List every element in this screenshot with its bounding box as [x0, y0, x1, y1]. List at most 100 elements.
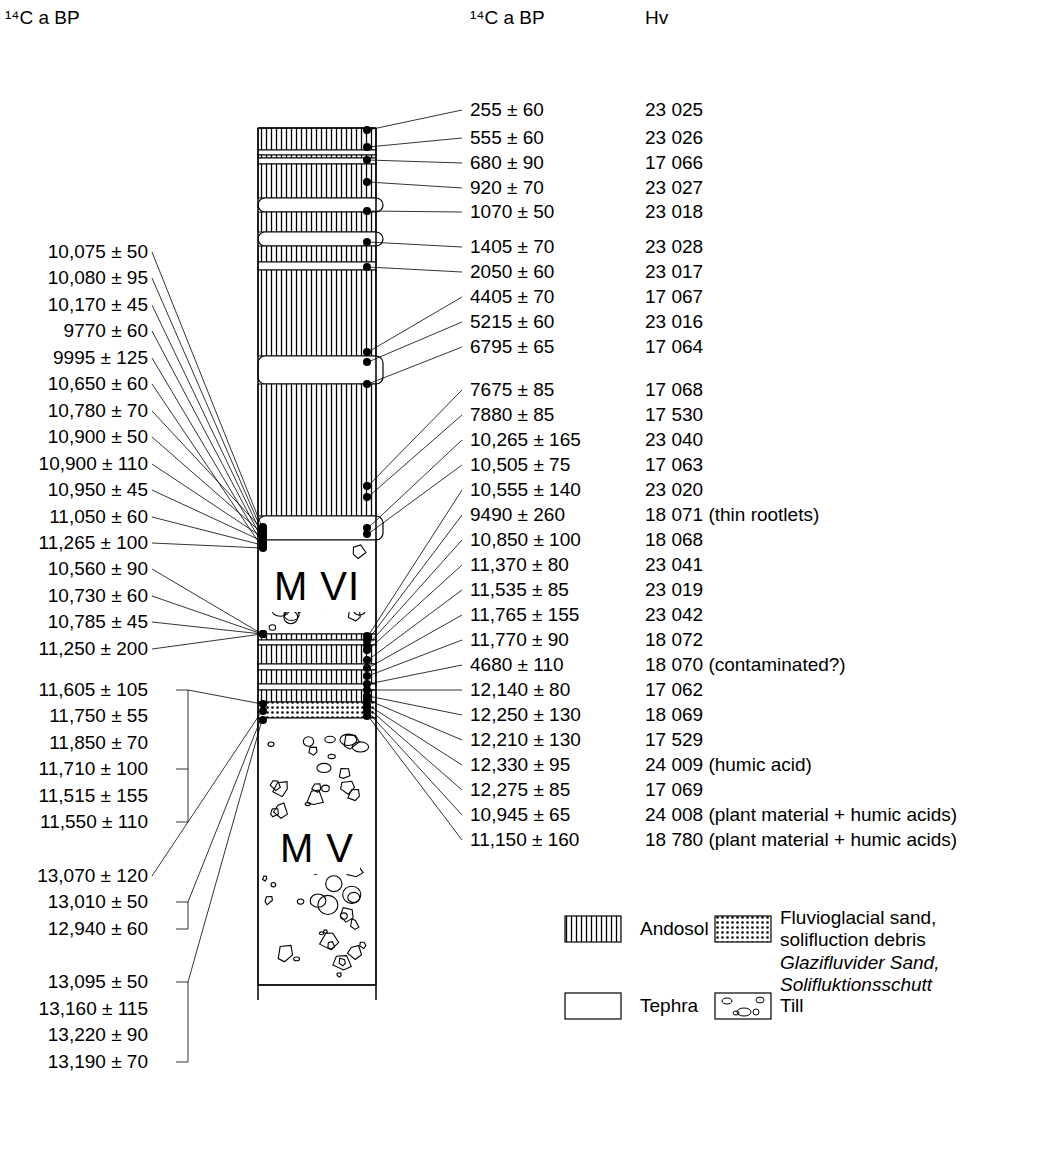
- radiocarbon-date: 13,190 ± 70: [48, 1051, 148, 1073]
- radiocarbon-date: 6795 ± 65: [470, 336, 554, 358]
- lab-number: 23 017: [645, 261, 703, 283]
- leader-line: [368, 565, 462, 650]
- column-header: Hv: [645, 7, 668, 29]
- andosol-layer: [258, 634, 376, 640]
- lab-number: 17 066: [645, 152, 703, 174]
- lab-number: 17 067: [645, 286, 703, 308]
- column-edge: [258, 984, 376, 986]
- radiocarbon-date: 13,160 ± 115: [39, 998, 148, 1020]
- column-header: ¹⁴C a BP: [470, 7, 545, 29]
- leader-line: [152, 517, 262, 545]
- legend-swatch: [715, 916, 771, 942]
- radiocarbon-date: 10,075 ± 50: [48, 241, 148, 263]
- till-stone: [328, 754, 335, 758]
- leader-line: [152, 331, 262, 539]
- leader-line: [368, 182, 462, 188]
- sample-dot: [363, 126, 371, 134]
- andosol-layer: [258, 128, 376, 150]
- till-layer: [258, 718, 376, 985]
- lab-number: 23 041: [645, 554, 703, 576]
- andosol-layer: [258, 645, 376, 664]
- till-stone: [339, 769, 349, 779]
- radiocarbon-date: 9490 ± 260: [470, 504, 565, 526]
- radiocarbon-date: 10,555 ± 140: [470, 479, 581, 501]
- tephra-layer: [258, 684, 376, 690]
- leader-line: [368, 590, 462, 660]
- column-edge: [375, 128, 377, 1000]
- lab-number: 23 028: [645, 236, 703, 258]
- legend-label: Till: [780, 995, 980, 1017]
- tephra-layer: [258, 150, 376, 155]
- leader-line: [368, 390, 462, 486]
- till-stone: [351, 919, 359, 930]
- till-stone: [273, 782, 287, 797]
- leader-line: [176, 690, 188, 691]
- sample-dot: [363, 656, 371, 664]
- radiocarbon-date: 10,950 ± 45: [48, 479, 148, 501]
- andosol-layer: [258, 164, 376, 198]
- sample-dot: [363, 530, 371, 538]
- till-stone: [328, 942, 335, 950]
- leader-line: [152, 437, 262, 533]
- radiocarbon-date: 12,250 ± 130: [470, 704, 581, 726]
- till-stone: [341, 781, 355, 794]
- leader-line: [152, 543, 262, 548]
- till-stone: [722, 998, 732, 1004]
- leader-line: [176, 769, 188, 770]
- leader-line: [152, 358, 262, 543]
- radiocarbon-date: 4680 ± 110: [470, 654, 564, 676]
- sample-dot: [259, 630, 267, 638]
- till-stone: [360, 942, 366, 948]
- sample-dot: [363, 143, 371, 151]
- leader-line: [368, 242, 462, 247]
- till-stone: [319, 932, 323, 935]
- till-stone: [263, 876, 267, 881]
- till-stone: [733, 1011, 739, 1015]
- column-frame: [258, 128, 376, 1000]
- radiocarbon-date: 11,605 ± 105: [39, 679, 148, 701]
- sample-dot: [259, 630, 267, 638]
- andosol-layer: [258, 384, 376, 516]
- till-stone: [274, 803, 288, 818]
- legend-label: Fluvioglacial sand, solifluction debris: [780, 907, 980, 951]
- till-stones: [263, 545, 369, 977]
- radiocarbon-date: 9770 ± 60: [64, 320, 148, 342]
- radiocarbon-date: 10,170 ± 45: [48, 294, 148, 316]
- leader-line: [188, 690, 189, 822]
- till-stone: [343, 886, 361, 903]
- leader-line: [368, 138, 462, 147]
- leader-line: [368, 712, 462, 815]
- lab-number: 23 026: [645, 127, 703, 149]
- radiocarbon-date: 7675 ± 85: [470, 379, 554, 401]
- radiocarbon-date: 11,370 ± 80: [470, 554, 569, 576]
- lab-number: 18 070 (contaminated?): [645, 654, 846, 676]
- unit-label: M VI: [274, 564, 360, 608]
- legend-swatch: [565, 993, 621, 1019]
- till-stone: [347, 946, 361, 960]
- lab-number: 23 019: [645, 579, 703, 601]
- leader-line: [176, 902, 188, 903]
- till-stone: [297, 899, 304, 904]
- till-stone: [265, 896, 272, 904]
- lab-number: 17 069: [645, 779, 703, 801]
- sample-dot: [259, 630, 267, 638]
- radiocarbon-date: 12,940 ± 60: [48, 918, 148, 940]
- till-stone: [333, 956, 351, 970]
- radiocarbon-date: 11,050 ± 60: [49, 506, 148, 528]
- radiocarbon-date: 10,730 ± 60: [48, 585, 148, 607]
- leader-line: [188, 720, 262, 982]
- till-stone: [353, 545, 366, 559]
- till-stone: [278, 945, 292, 961]
- radiocarbon-date: 10,945 ± 65: [470, 804, 570, 826]
- radiocarbon-date: 11,710 ± 100: [39, 758, 148, 780]
- radiocarbon-date: 12,140 ± 80: [470, 679, 570, 701]
- leader-line: [152, 634, 262, 649]
- leader-line: [368, 490, 462, 636]
- radiocarbon-date: 13,095 ± 50: [48, 971, 148, 993]
- radiocarbon-date: 10,900 ± 50: [48, 426, 148, 448]
- leader-line: [188, 690, 262, 704]
- leader-line: [368, 696, 462, 715]
- radiocarbon-date: 12,330 ± 95: [470, 754, 570, 776]
- leader-line: [368, 465, 462, 534]
- lab-number: 23 027: [645, 177, 703, 199]
